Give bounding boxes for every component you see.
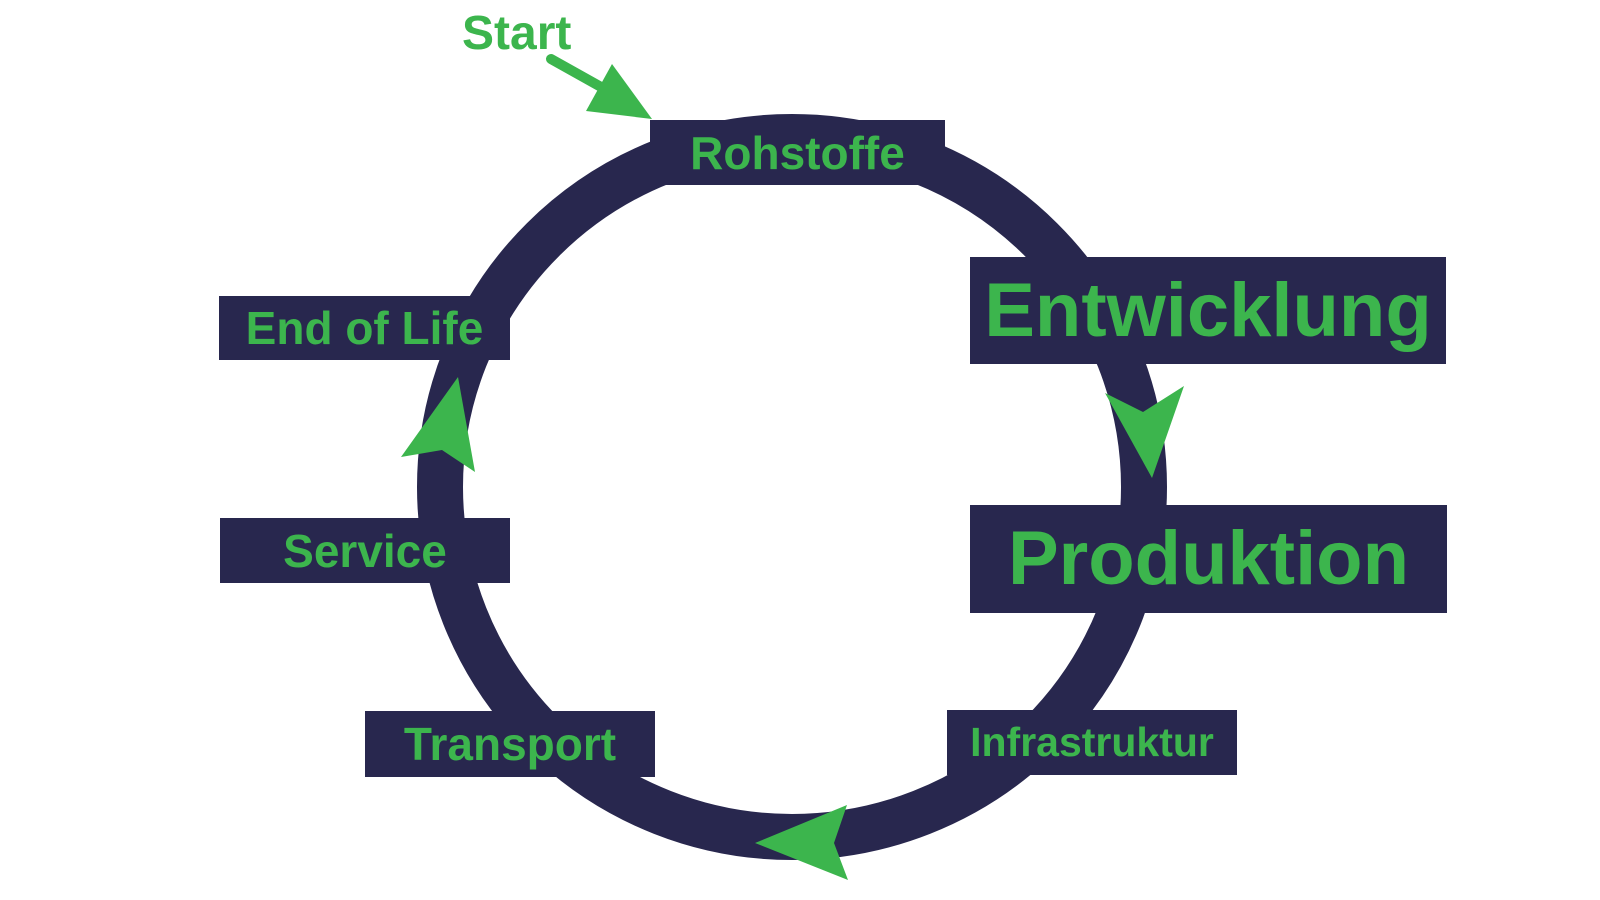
start-arrow-icon: [546, 54, 652, 119]
stage-rohstoffe: Rohstoffe: [650, 120, 945, 185]
stage-end-of-life: End of Life: [219, 296, 510, 360]
start-label: Start: [462, 7, 572, 60]
flow-arrow-down-icon: [1105, 386, 1184, 478]
flow-arrow-left-icon: [755, 805, 848, 880]
stage-entwicklung: Entwicklung: [970, 257, 1446, 364]
stage-infrastruktur: Infrastruktur: [947, 710, 1237, 775]
stage-transport: Transport: [365, 711, 655, 777]
stage-service: Service: [220, 518, 510, 583]
flow-arrow-up-icon: [401, 377, 475, 472]
stage-produktion: Produktion: [970, 505, 1447, 613]
